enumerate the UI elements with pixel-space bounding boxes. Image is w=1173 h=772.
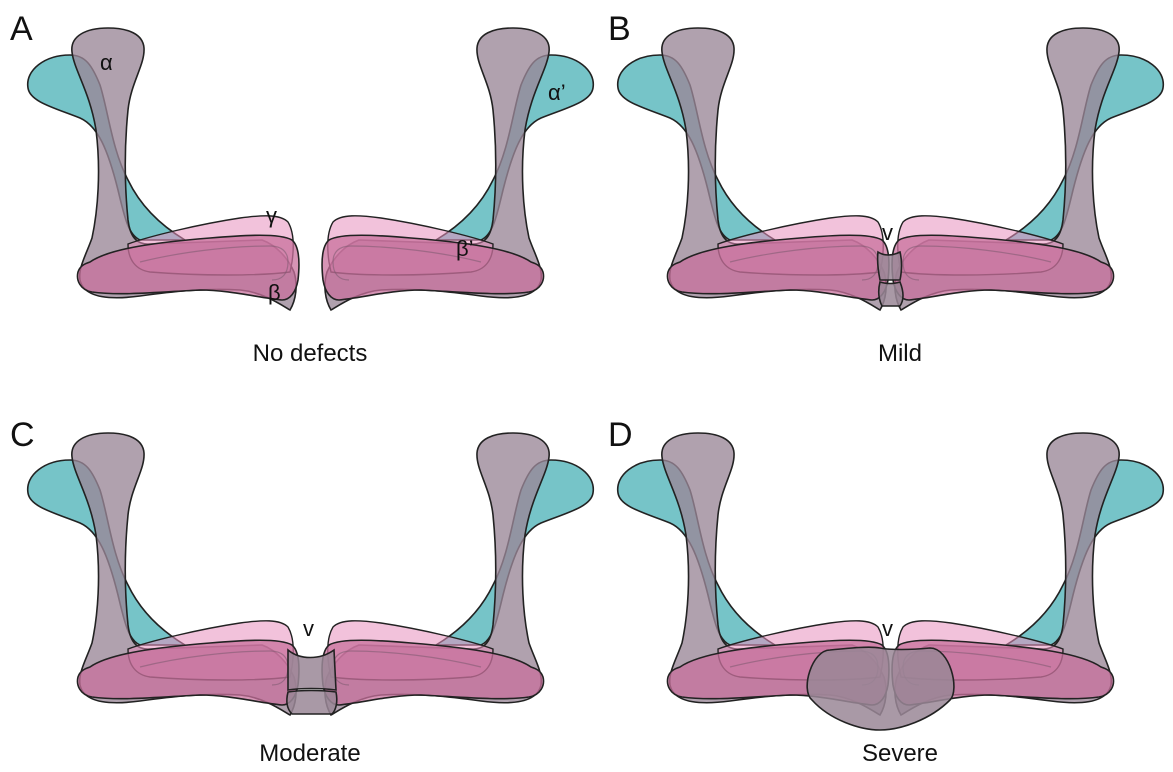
label-gamma: γ <box>266 205 277 227</box>
gap-marker-d: v <box>882 618 893 640</box>
label-beta-prime: β’ <box>456 238 474 260</box>
caption-severe: Severe <box>750 742 1050 766</box>
caption-moderate: Moderate <box>160 742 460 766</box>
caption-no-defects: No defects <box>160 342 460 366</box>
panel-letter-a: A <box>10 12 33 46</box>
panel-letter-b: B <box>608 12 631 46</box>
panel-d-diagram <box>618 433 1164 730</box>
panel-letter-c: C <box>10 418 35 452</box>
label-alpha-prime: α’ <box>548 82 566 104</box>
gap-marker-b: v <box>882 222 893 244</box>
caption-mild: Mild <box>750 342 1050 366</box>
label-beta: β <box>268 282 281 304</box>
panel-letter-d: D <box>608 418 633 452</box>
gap-marker-c: v <box>303 618 314 640</box>
panel-c-diagram <box>28 433 594 715</box>
label-alpha: α <box>100 52 113 74</box>
panel-b-diagram <box>618 28 1164 310</box>
